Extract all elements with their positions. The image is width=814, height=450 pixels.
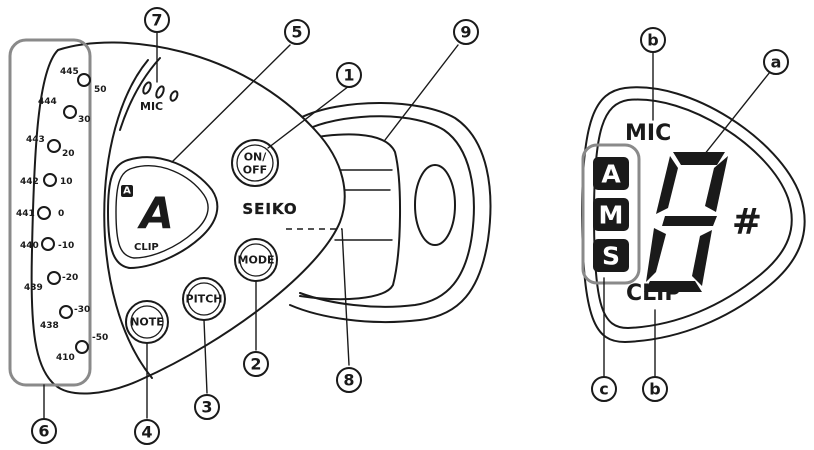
callout-8: 8	[336, 367, 362, 393]
svg-text:2: 2	[250, 355, 261, 374]
pitch-scale-frame	[8, 38, 92, 387]
led-indicator	[47, 139, 61, 153]
mode-frame	[581, 143, 641, 285]
pitch-cents: -30	[74, 305, 90, 315]
note-button[interactable]: NOTE	[125, 300, 169, 344]
callout-5: 5	[284, 19, 310, 45]
pitch-cents: 50	[94, 85, 107, 95]
pitch-freq: 440	[20, 241, 39, 251]
clip-indicator: CLIP	[134, 242, 159, 253]
pitch-cents: 10	[60, 177, 73, 187]
microphone: MIC	[140, 81, 179, 113]
pitch-row-438: 438 -30	[40, 305, 90, 331]
pitch-freq: 439	[24, 283, 43, 293]
mic-label: MIC	[140, 100, 163, 113]
pitch-scale: 445 50 444 30 443 20 442 10 441 0 440 -1…	[16, 67, 108, 363]
callout-4: 4	[134, 419, 160, 445]
clip-hole	[414, 164, 456, 246]
pitch-freq: 445	[60, 67, 79, 77]
lcd-display: A A CLIP	[106, 156, 219, 270]
svg-text:6: 6	[38, 422, 49, 441]
leader-lines	[43, 32, 459, 419]
mode-badge-box	[121, 185, 133, 197]
seven-segment-digit	[644, 152, 728, 292]
pitch-row-410: 410 -50	[56, 333, 108, 363]
svg-text:9: 9	[460, 23, 471, 42]
pitch-row-445: 445 50	[60, 67, 107, 95]
detail-mic-label: MIC	[625, 121, 671, 146]
pitch-freq: 441	[16, 209, 35, 219]
callout-2: 2	[243, 351, 269, 377]
svg-text:S: S	[602, 242, 620, 271]
callout-b-bottom: b	[642, 376, 668, 402]
callout-6: 6	[31, 418, 57, 444]
pitch-row-441: 441 0	[16, 206, 64, 220]
svg-text:A: A	[601, 160, 621, 189]
callout-7: 7	[144, 7, 170, 33]
svg-text:8: 8	[343, 371, 354, 390]
pitch-button[interactable]: PITCH	[182, 277, 226, 321]
svg-text:5: 5	[291, 23, 302, 42]
pitch-cents: -10	[58, 241, 74, 251]
svg-text:a: a	[771, 53, 782, 72]
callout-9: 9	[453, 19, 479, 45]
on-off-label-1: ON/	[244, 151, 268, 164]
callout-c: c	[591, 376, 617, 402]
led-indicator	[41, 237, 55, 251]
pitch-row-442: 442 10	[20, 173, 73, 187]
clip-body	[289, 102, 492, 324]
pitch-cents: 30	[78, 115, 91, 125]
led-indicator	[47, 271, 61, 285]
svg-text:4: 4	[141, 423, 152, 442]
led-indicator	[63, 105, 77, 119]
sharp-indicator: #	[732, 202, 762, 243]
svg-text:7: 7	[151, 11, 162, 30]
pitch-freq: 444	[38, 97, 57, 107]
mode-indicator-a: A	[593, 157, 629, 190]
callout-b-top: b	[640, 27, 666, 53]
pitch-freq: 442	[20, 177, 39, 187]
pitch-freq: 410	[56, 353, 75, 363]
mode-indicator-m: M	[593, 198, 629, 231]
pitch-row-439: 439 -20	[24, 271, 78, 293]
pitch-label: PITCH	[186, 293, 223, 306]
pitch-freq: 443	[26, 135, 45, 145]
mode-indicator-s: S	[593, 239, 629, 272]
note-display: A	[137, 189, 174, 240]
pitch-cents: -20	[62, 273, 78, 283]
pitch-cents: 20	[62, 149, 75, 159]
led-indicator	[75, 340, 89, 354]
callout-1: 1	[336, 62, 362, 88]
mode-button[interactable]: MODE	[234, 238, 278, 282]
mic-slot	[155, 85, 165, 99]
svg-text:b: b	[649, 380, 660, 399]
led-indicator	[37, 206, 51, 220]
pitch-cents: 0	[58, 209, 64, 219]
mode-label: MODE	[238, 254, 275, 267]
callout-a: a	[763, 49, 789, 75]
svg-text:c: c	[599, 380, 608, 399]
pitch-row-444: 444 30	[38, 97, 91, 125]
led-indicator	[43, 173, 57, 187]
led-indicator	[59, 305, 73, 319]
svg-text:1: 1	[343, 66, 354, 85]
mic-slot	[169, 90, 179, 102]
on-off-label-2: OFF	[243, 164, 267, 177]
mode-badge: A	[123, 186, 131, 197]
on-off-button[interactable]: ON/ OFF	[231, 139, 279, 187]
display-detail: MIC CLIP A M S #	[580, 27, 806, 402]
pitch-cents: -50	[92, 333, 108, 343]
pitch-freq: 438	[40, 321, 59, 331]
brand-logo: SEIKO	[242, 200, 297, 218]
svg-text:3: 3	[201, 398, 212, 417]
pitch-row-443: 443 20	[26, 135, 75, 159]
callout-3: 3	[194, 394, 220, 420]
mic-slot	[142, 81, 152, 95]
svg-text:M: M	[599, 201, 624, 230]
led-indicator	[77, 73, 91, 87]
note-label: NOTE	[130, 316, 164, 329]
pitch-row-440: 440 -10	[20, 237, 74, 251]
svg-text:b: b	[647, 31, 658, 50]
